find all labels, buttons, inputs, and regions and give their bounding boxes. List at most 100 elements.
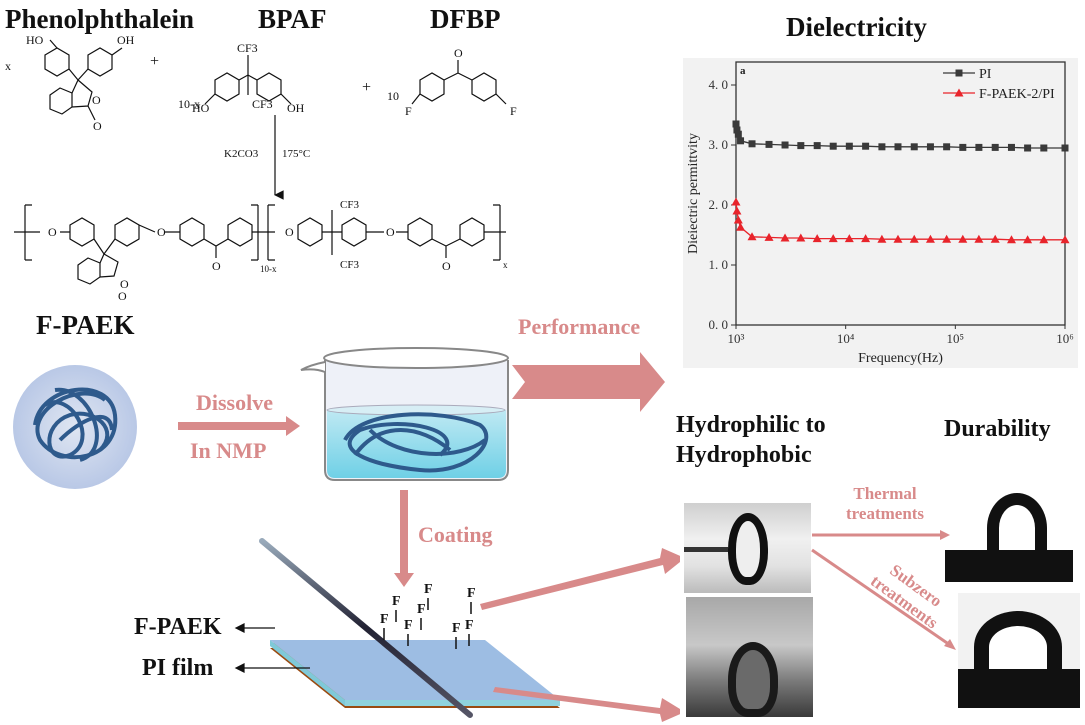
fpaek-title: F-PAEK	[36, 310, 135, 340]
panel-label: a	[740, 65, 746, 77]
fluorine-label: F	[452, 621, 461, 636]
legend-label: PI	[979, 67, 992, 82]
data-point-fpaek	[796, 233, 806, 242]
dfbp-structure	[411, 60, 507, 105]
legend-marker-fpaek	[954, 88, 964, 97]
chart-background	[683, 58, 1078, 368]
data-point-pi	[975, 143, 983, 151]
polymer-label-o7: O	[386, 225, 395, 239]
thermal-label-line-1: Thermal	[853, 484, 917, 503]
fluorine-label: F	[392, 594, 401, 609]
x-tick-label: 10³	[728, 331, 745, 346]
dissolve-label: Dissolve	[196, 390, 273, 415]
polymer-label-o5: O	[212, 259, 221, 273]
bpaf-title: BPAF	[258, 4, 327, 34]
fluorine-label: F	[404, 618, 413, 633]
fluorine-label: F	[467, 586, 476, 601]
thermal-treatment-label: Thermal treatments	[846, 484, 924, 524]
data-point-pi	[1024, 144, 1032, 152]
pi-film-layer-label: PI film	[142, 655, 214, 681]
substrate	[945, 550, 1073, 582]
series-line-fpaek	[735, 201, 1065, 241]
fluorine-label: F	[417, 602, 426, 617]
y-tick-label: 2. 0	[709, 197, 729, 212]
data-point-pi	[926, 143, 934, 151]
data-point-pi	[829, 142, 837, 150]
phenolphthalein-label-o1: O	[92, 93, 101, 107]
data-point-pi	[943, 143, 951, 151]
droplet-shape	[728, 513, 768, 585]
data-point-fpaek	[844, 234, 854, 243]
coating-arrow	[394, 490, 414, 587]
data-point-pi	[845, 142, 853, 150]
y-axis-label: Dieiectric permittvity	[686, 133, 701, 254]
droplet-photo-subzero	[958, 593, 1080, 708]
data-point-fpaek	[1039, 235, 1049, 244]
data-point-pi	[910, 143, 918, 151]
data-point-fpaek	[861, 234, 871, 243]
polymer-label-cf3-top: CF3	[340, 199, 359, 211]
bpaf-label-oh: OH	[287, 101, 305, 115]
reaction-scheme: x HO OH O O + 10-x CF3 CF3 HO OH + 10 O …	[5, 33, 517, 303]
data-point-pi	[1040, 144, 1048, 152]
data-point-fpaek	[942, 234, 952, 243]
legend-label: F-PAEK-2/PI	[979, 87, 1055, 102]
legend-marker-pi	[955, 69, 963, 77]
droplet-photo-hydrophilic	[684, 503, 811, 593]
dielectricity-title: Dielectricity	[786, 12, 927, 42]
data-point-fpaek	[1006, 235, 1016, 244]
y-tick-label: 0. 0	[709, 317, 729, 332]
data-point-fpaek	[732, 206, 742, 215]
droplet-photo-thermal	[945, 488, 1073, 582]
durability-title: Durability	[944, 416, 1051, 442]
data-point-fpaek	[909, 234, 919, 243]
polymer-label-o1: O	[48, 225, 57, 239]
dfbp-coef: 10	[387, 89, 399, 103]
arrow-to-bottom-droplet	[493, 687, 680, 722]
dfbp-title: DFBP	[430, 4, 501, 34]
treatment-arrows	[811, 530, 956, 650]
data-point-fpaek	[812, 234, 822, 243]
phenolphthalein-label-o2: O	[93, 119, 102, 133]
data-point-pi	[878, 143, 886, 151]
data-point-pi	[1007, 143, 1015, 151]
data-point-fpaek	[828, 234, 838, 243]
data-point-pi	[797, 142, 805, 150]
phenolphthalein-label-oh: OH	[117, 33, 135, 47]
data-point-fpaek	[925, 234, 935, 243]
phenolphthalein-title: Phenolphthalein	[5, 4, 195, 34]
data-point-fpaek	[731, 197, 741, 206]
wettability-title: Hydrophilic to Hydrophobic	[676, 410, 826, 470]
thermal-arrow	[812, 530, 950, 540]
fluorine-label: F	[424, 582, 433, 597]
droplet-shape	[728, 642, 778, 717]
data-point-pi	[765, 140, 773, 148]
fpaek-layer-label: F-PAEK	[134, 614, 222, 640]
data-point-pi	[734, 130, 742, 138]
dissolve-arrow	[178, 416, 300, 436]
data-point-pi	[737, 137, 745, 145]
data-point-pi	[732, 120, 740, 128]
data-point-fpaek	[974, 234, 984, 243]
fluorine-label: F	[380, 612, 389, 627]
data-point-pi	[862, 142, 870, 150]
substrate	[958, 669, 1080, 708]
performance-arrow	[512, 352, 665, 412]
bpaf-structure	[204, 55, 292, 200]
data-point-fpaek	[747, 232, 757, 241]
dfbp-label-f1: F	[405, 104, 412, 118]
bpaf-label-cf3-top: CF3	[237, 41, 258, 55]
x-axis-label: Frequency(Hz)	[858, 351, 943, 366]
phenolphthalein-coef: x	[5, 59, 11, 73]
phenolphthalein-label-ho: HO	[26, 33, 44, 47]
droplet-photo-hydrophobic	[686, 597, 813, 717]
x-tick-label: 10⁵	[947, 331, 965, 346]
reagent-label: K2CO3	[224, 148, 259, 160]
data-point-fpaek	[893, 234, 903, 243]
dfbp-label-f2: F	[510, 104, 517, 118]
coating-label: Coating	[418, 522, 493, 547]
data-point-pi	[733, 126, 741, 134]
polymer-subscript-a: 10-x	[260, 264, 277, 274]
performance-label: Performance	[518, 314, 641, 339]
polymer-label-cf3-bottom: CF3	[340, 259, 359, 271]
